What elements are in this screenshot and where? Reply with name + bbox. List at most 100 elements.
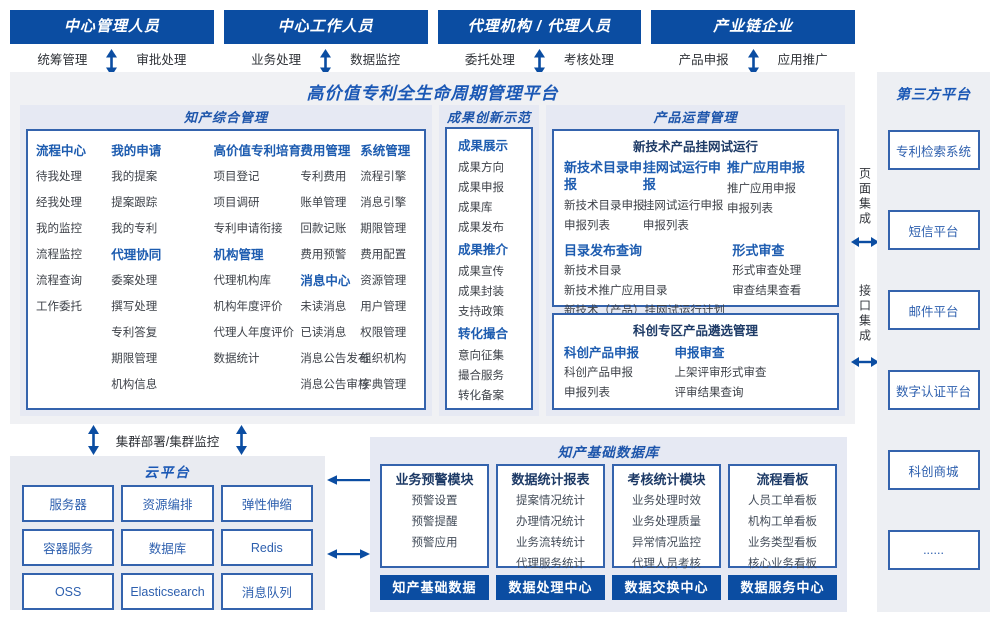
module-items: 意向征集撮合服务转化备案 bbox=[458, 346, 529, 406]
module-group-header: 机构管理 bbox=[213, 248, 264, 262]
panel-product-operations: 产品运营管理 新技术产品挂网试运行 新技术目录申报 新技术目录申报申报列表 bbox=[546, 105, 845, 416]
module-item: 我的专利 bbox=[111, 223, 158, 235]
module-item: 异常情况监控 bbox=[632, 537, 701, 549]
double-arrow-vertical-icon bbox=[747, 48, 760, 76]
trial-bottom-row: 目录发布查询 新技术目录新技术推广应用目录新技术（产品）挂网试运行计划 形式审查… bbox=[564, 242, 827, 321]
module-item: 代理服务统计 bbox=[516, 558, 585, 570]
module-item: 核心业务看板 bbox=[748, 558, 817, 570]
module-item: 期限管理 bbox=[360, 223, 407, 235]
module-item: 数据统计 bbox=[213, 353, 260, 365]
third-party-title: 第三方平台 bbox=[896, 86, 971, 102]
module-group-header: 数据统计报表 bbox=[511, 472, 590, 487]
cloud-platform-title: 云平台 bbox=[144, 465, 191, 480]
actor: 中心工作人员 业务处理 数据监控 bbox=[223, 10, 428, 76]
module-column: 申报审查 上架评审形式审查评审结果查询 bbox=[674, 341, 827, 403]
module-item: 撰写处理 bbox=[111, 301, 158, 313]
database-module-box: 数据统计报表 提案情况统计办理情况统计业务流转统计代理服务统计 bbox=[496, 464, 605, 570]
module-item: 机构年度评价 bbox=[213, 301, 283, 313]
module-item: 办理情况统计 bbox=[516, 516, 585, 528]
module-item: 成果发布 bbox=[458, 222, 504, 234]
actor-role-right: 应用推广 bbox=[777, 52, 828, 67]
module-group: 高价值专利培育 项目登记项目调研专利申请衔接 bbox=[213, 138, 302, 242]
module-item: 机构工单看板 bbox=[748, 516, 817, 528]
module-item: 专利申请衔接 bbox=[213, 223, 283, 235]
module-column: 流程中心 待我处理经我处理我的监控流程监控流程查询工作委托 bbox=[36, 138, 111, 404]
database-column: 流程看板 人员工单看板机构工单看板业务类型看板核心业务看板 数据服务中心 bbox=[728, 464, 837, 600]
actor-role-right: 考核处理 bbox=[563, 52, 614, 67]
module-items: 上架评审形式审查评审结果查询 bbox=[674, 363, 827, 403]
actor-roles: 统筹管理 审批处理 bbox=[10, 44, 214, 76]
third-party-system-box: 邮件平台 bbox=[887, 290, 980, 330]
module-group-header: 考核统计模块 bbox=[627, 472, 706, 487]
actor-title-bar: 产业链企业 bbox=[651, 10, 855, 44]
module-group-header: 我的申请 bbox=[111, 144, 162, 158]
module-column: 新技术目录申报 新技术目录申报申报列表 bbox=[564, 157, 645, 236]
database-module-box: 业务预警模块 预警设置预警提醒预警应用 bbox=[380, 464, 489, 568]
cloud-service-box: Redis bbox=[220, 529, 313, 566]
module-item: 预警设置 bbox=[411, 495, 458, 507]
module-item: 申报列表 bbox=[642, 220, 689, 232]
module-items: 委案处理撰写处理专利答复期限管理机构信息 bbox=[111, 268, 213, 398]
module-item: 业务处理时效 bbox=[632, 495, 701, 507]
ip-database-title: 知产基础数据库 bbox=[557, 445, 660, 460]
module-items: 未读消息已读消息消息公告发布消息公告审核 bbox=[300, 294, 369, 398]
cloud-service-box: OSS bbox=[22, 573, 115, 610]
module-items: 项目登记项目调研专利申请衔接 bbox=[214, 164, 301, 242]
module-column: 系统管理 流程引擎消息引擎期限管理费用配置资源管理用户管理权限管理组织机构字典管… bbox=[360, 138, 410, 404]
module-item: 审查结果查看 bbox=[732, 285, 802, 297]
module-group: 机构管理 代理机构库机构年度评价代理人年度评价数据统计 bbox=[214, 242, 301, 372]
module-item: 期限管理 bbox=[111, 353, 158, 365]
module-column: 科创产品申报 科创产品申报申报列表 bbox=[564, 341, 674, 403]
module-item: 形式审查处理 bbox=[732, 265, 802, 277]
module-group: 系统管理 流程引擎消息引擎期限管理费用配置资源管理用户管理权限管理组织机构字典管… bbox=[360, 138, 410, 398]
platform-container: 高价值专利全生命周期管理平台 知产综合管理 流程中心 bbox=[10, 72, 855, 424]
module-column: 费用管理 专利费用账单管理回款记账费用预警 消息中心 bbox=[300, 138, 369, 404]
trial-columns: 新技术目录申报 新技术目录申报申报列表 挂网试运行申报 挂网试运行申报申报 bbox=[564, 157, 827, 236]
module-item: 成果封装 bbox=[458, 286, 504, 298]
double-arrow-horizontal-icon bbox=[327, 547, 370, 565]
module-items: 科创产品申报申报列表 bbox=[564, 363, 674, 403]
database-module-box: 考核统计模块 业务处理时效业务处理质量异常情况监控代理人员考核 bbox=[612, 464, 721, 570]
cloud-service-box: 资源编排 bbox=[121, 485, 214, 522]
actor-role-left: 产品申报 bbox=[678, 52, 729, 67]
module-group-header: 新技术目录申报 bbox=[564, 160, 643, 192]
cloud-service-box: 服务器 bbox=[22, 485, 115, 522]
module-group: 消息中心 未读消息已读消息消息公告发布消息公告审核 bbox=[300, 268, 369, 398]
third-party-system-box: 专利检索系统 bbox=[887, 130, 980, 170]
module-item: 挂网试运行申报 bbox=[642, 200, 724, 212]
module-item: 项目登记 bbox=[213, 171, 260, 183]
module-items: 专利费用账单管理回款记账费用预警 bbox=[300, 164, 360, 268]
integration-gutter: 页面集成 接口集成 bbox=[851, 72, 879, 424]
module-item: 申报列表 bbox=[727, 203, 774, 215]
module-group-header: 成果展示 bbox=[458, 139, 509, 153]
panel-title: 成果创新示范 bbox=[446, 110, 531, 125]
module-group-header: 转化撮合 bbox=[458, 327, 509, 341]
module-group-header: 高价值专利培育 bbox=[213, 144, 302, 158]
formal-review-group: 形式审查 形式审查处理审查结果查看 bbox=[732, 242, 827, 321]
trial-box-title: 新技术产品挂网试运行 bbox=[632, 140, 758, 154]
module-group: 我的申请 我的提案提案跟踪我的专利 bbox=[111, 138, 213, 242]
catalog-query-group: 目录发布查询 新技术目录新技术推广应用目录新技术（产品）挂网试运行计划 bbox=[564, 242, 732, 321]
double-arrow-vertical-icon bbox=[319, 48, 332, 76]
module-items: 形式审查处理审查结果查看 bbox=[732, 261, 827, 301]
database-footer-bar: 数据服务中心 bbox=[728, 575, 837, 600]
actor-roles: 业务处理 数据监控 bbox=[224, 44, 428, 76]
module-item: 意向征集 bbox=[458, 350, 504, 362]
module-item: 费用配置 bbox=[360, 249, 407, 261]
module-item: 已读消息 bbox=[300, 327, 347, 339]
module-item: 待我处理 bbox=[36, 171, 82, 183]
module-item: 资源管理 bbox=[360, 275, 407, 287]
double-arrow-vertical-icon bbox=[235, 425, 248, 455]
double-arrow-vertical-icon bbox=[105, 48, 118, 76]
cloud-service-box: 弹性伸缩 bbox=[220, 485, 313, 522]
module-item: 专利答复 bbox=[111, 327, 158, 339]
module-item: 流程监控 bbox=[36, 249, 82, 261]
module-item: 用户管理 bbox=[360, 301, 407, 313]
database-module-box: 流程看板 人员工单看板机构工单看板业务类型看板核心业务看板 bbox=[728, 464, 837, 570]
ip-modules-box: 流程中心 待我处理经我处理我的监控流程监控流程查询工作委托 bbox=[26, 129, 426, 410]
third-party-system-box: 数字认证平台 bbox=[887, 370, 980, 410]
module-item: 代理机构库 bbox=[213, 275, 272, 287]
platform-title: 高价值专利全生命周期管理平台 bbox=[306, 84, 559, 103]
module-item: 人员工单看板 bbox=[748, 495, 817, 507]
module-item: 业务类型看板 bbox=[748, 537, 817, 549]
